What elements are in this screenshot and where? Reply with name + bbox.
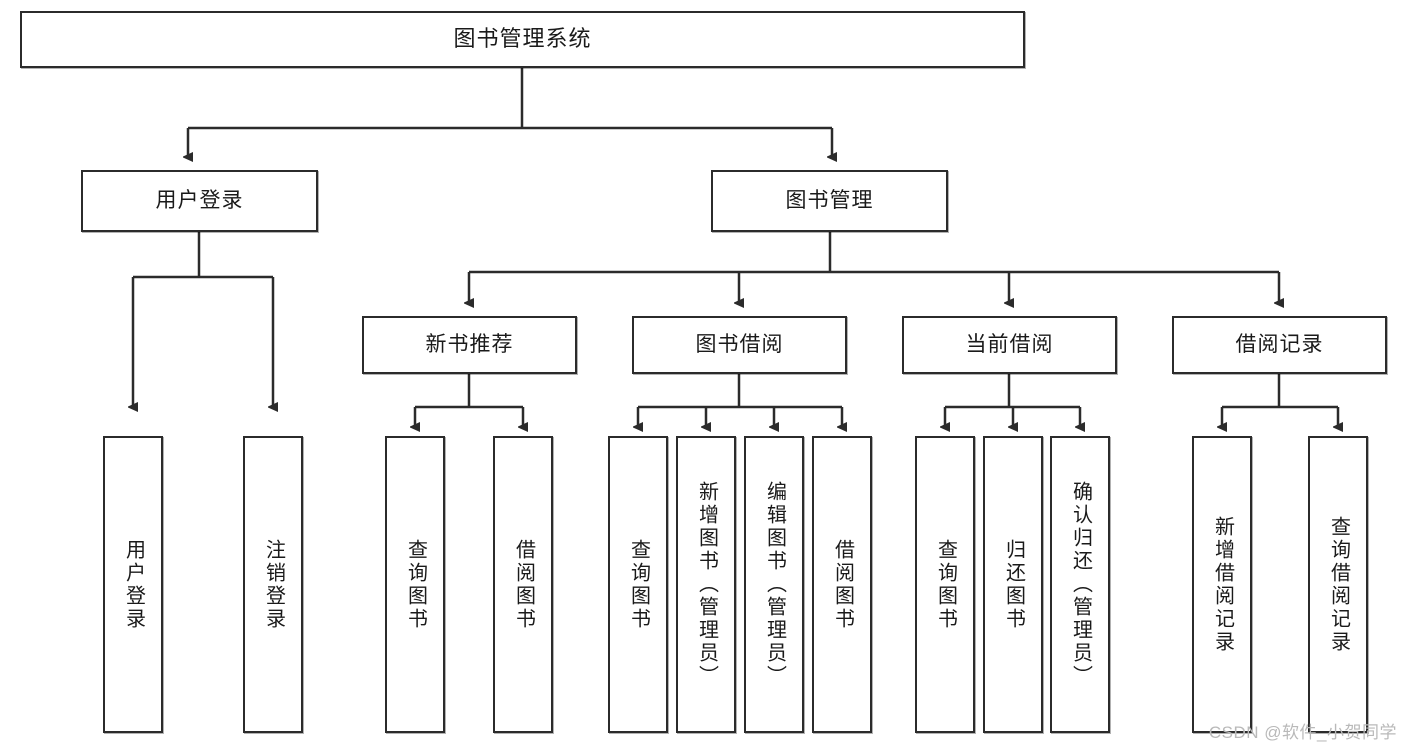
leaf-current-borrow-query[interactable]: 查询图书 — [915, 436, 975, 733]
node-user-login[interactable]: 用户登录 — [81, 170, 318, 232]
leaf-label: 注销登录 — [262, 538, 285, 631]
leaf-user-login-signout[interactable]: 注销登录 — [243, 436, 303, 733]
leaf-label: 编辑图书（管理员） — [763, 481, 786, 688]
leaf-current-borrow-confirm-return[interactable]: 确认归还（管理员） — [1050, 436, 1110, 733]
leaf-label: 查询图书 — [627, 538, 650, 631]
leaf-label: 确认归还（管理员） — [1069, 481, 1092, 688]
leaf-label: 用户登录 — [122, 538, 145, 631]
watermark-text: CSDN @软件_小贺同学 — [1208, 723, 1397, 742]
leaf-book-borrow-edit[interactable]: 编辑图书（管理员） — [744, 436, 804, 733]
leaf-label: 归还图书 — [1002, 538, 1025, 631]
node-book-management[interactable]: 图书管理 — [711, 170, 948, 232]
node-root-system[interactable]: 图书管理系统 — [20, 11, 1025, 68]
leaf-label: 查询借阅记录 — [1327, 515, 1350, 654]
node-new-book-recommend[interactable]: 新书推荐 — [362, 316, 577, 374]
leaf-label: 查询图书 — [934, 538, 957, 631]
leaf-book-borrow-add[interactable]: 新增图书（管理员） — [676, 436, 736, 733]
node-book-borrow[interactable]: 图书借阅 — [632, 316, 847, 374]
leaf-label: 新增图书（管理员） — [695, 481, 718, 688]
leaf-label: 查询图书 — [404, 538, 427, 631]
node-borrow-record[interactable]: 借阅记录 — [1172, 316, 1387, 374]
leaf-label: 借阅图书 — [512, 538, 535, 631]
leaf-new-book-borrow[interactable]: 借阅图书 — [493, 436, 553, 733]
leaf-new-book-query[interactable]: 查询图书 — [385, 436, 445, 733]
leaf-label: 新增借阅记录 — [1211, 515, 1234, 654]
leaf-label: 借阅图书 — [831, 538, 854, 631]
leaf-borrow-record-add[interactable]: 新增借阅记录 — [1192, 436, 1252, 733]
node-current-borrow[interactable]: 当前借阅 — [902, 316, 1117, 374]
leaf-borrow-record-query[interactable]: 查询借阅记录 — [1308, 436, 1368, 733]
leaf-user-login-signin[interactable]: 用户登录 — [103, 436, 163, 733]
leaf-book-borrow-lend[interactable]: 借阅图书 — [812, 436, 872, 733]
leaf-book-borrow-query[interactable]: 查询图书 — [608, 436, 668, 733]
leaf-current-borrow-return[interactable]: 归还图书 — [983, 436, 1043, 733]
